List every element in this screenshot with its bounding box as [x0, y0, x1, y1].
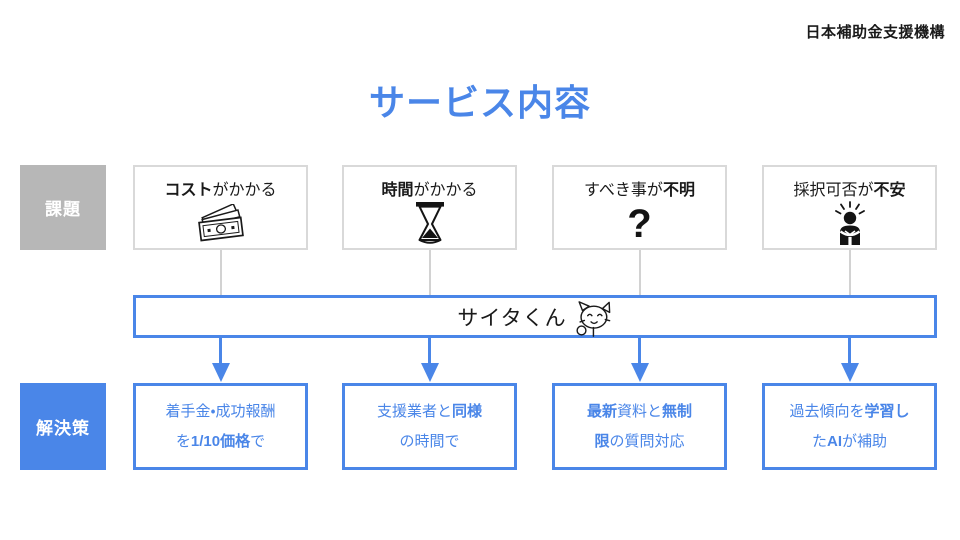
text-part: の質問対応: [609, 432, 685, 450]
text-part: 同様: [452, 403, 483, 421]
cat-mascot-icon: [571, 300, 613, 340]
row-label-solution: 解決策: [20, 383, 106, 470]
arrow-head: [420, 363, 439, 382]
text-part: 1/10価格: [190, 432, 251, 450]
flow-arrow: [630, 338, 649, 383]
solution-card-cost[interactable]: 着手金・成功報酬 を1/10価格で: [133, 383, 308, 470]
connector-line: [219, 250, 222, 296]
flow-arrow: [420, 338, 439, 383]
problem-card-time-label: 時間がかかる: [381, 176, 477, 200]
text-part: 最新: [586, 403, 617, 421]
text-part: 時間: [381, 182, 414, 199]
text-part: の時間で: [399, 432, 460, 450]
text-part: 学習し: [864, 403, 910, 421]
text-part: 支援業者と: [376, 403, 452, 421]
text-part: を: [175, 432, 191, 450]
worried-person-icon: [830, 200, 870, 248]
problem-card-unclear[interactable]: すべき事が不明 ?: [552, 165, 727, 250]
text-part: がかかる: [212, 182, 277, 199]
question-mark-icon: ?: [627, 200, 651, 248]
problem-card-anxiety[interactable]: 採択可否が不安: [762, 165, 937, 250]
text-part: 限: [594, 432, 610, 450]
text-part: 着手金・成功報酬: [165, 403, 276, 421]
text-part: AI: [827, 432, 842, 450]
hourglass-icon: [413, 200, 447, 248]
arrow-stem: [638, 338, 641, 363]
banknote-icon: [192, 200, 250, 248]
connector-line: [638, 250, 641, 296]
arrow-head: [211, 363, 230, 382]
solution-line: 着手金・成功報酬: [165, 397, 275, 426]
product-banner[interactable]: サイタくん: [133, 295, 937, 338]
problem-card-anxiety-label: 採択可否が不安: [793, 176, 905, 200]
connector-line: [848, 250, 851, 296]
connector-line: [428, 250, 431, 296]
text-part: すべき事が: [584, 182, 663, 199]
arrow-stem: [219, 338, 222, 363]
text-part: がかかる: [413, 182, 478, 199]
question-mark-glyph: ?: [627, 202, 652, 246]
solution-line: の時間で: [399, 427, 459, 456]
arrow-stem: [848, 338, 851, 363]
solution-line: 最新資料と無制: [587, 397, 692, 426]
row-label-problem: 課題: [20, 165, 106, 250]
flow-arrow: [211, 338, 230, 383]
arrow-head: [840, 363, 859, 382]
text-part: 不明: [662, 182, 695, 199]
solution-card-time[interactable]: 支援業者と同様 の時間で: [342, 383, 517, 470]
text-part: 無制: [662, 403, 693, 421]
text-part: コスト: [164, 182, 213, 199]
problem-card-cost-label: コストがかかる: [164, 176, 276, 200]
text-part: 不安: [873, 182, 906, 199]
solution-line: たAIが補助: [812, 427, 887, 456]
solution-line: を1/10価格で: [176, 427, 265, 456]
solution-line: 限の質問対応: [594, 427, 684, 456]
solution-line: 支援業者と同様: [377, 397, 482, 426]
product-name: サイタくん: [457, 306, 567, 330]
arrow-head: [630, 363, 649, 382]
organization-name: 日本補助金支援機構: [805, 24, 945, 41]
text-part: 資料と: [616, 403, 662, 421]
text-part: た: [811, 432, 827, 450]
arrow-stem: [428, 338, 431, 363]
solution-card-information[interactable]: 最新資料と無制 限の質問対応: [552, 383, 727, 470]
solution-line: 過去傾向を学習し: [789, 397, 909, 426]
text-part: 採択可否が: [793, 182, 874, 199]
problem-card-time[interactable]: 時間がかかる: [342, 165, 517, 250]
problem-card-cost[interactable]: コストがかかる: [133, 165, 308, 250]
flow-arrow: [840, 338, 859, 383]
page-title: サービス内容: [368, 82, 591, 123]
text-part: が補助: [842, 432, 888, 450]
solution-card-ai[interactable]: 過去傾向を学習し たAIが補助: [762, 383, 937, 470]
text-part: で: [250, 432, 266, 450]
text-part: 過去傾向を: [789, 403, 865, 421]
problem-card-unclear-label: すべき事が不明: [584, 176, 695, 200]
